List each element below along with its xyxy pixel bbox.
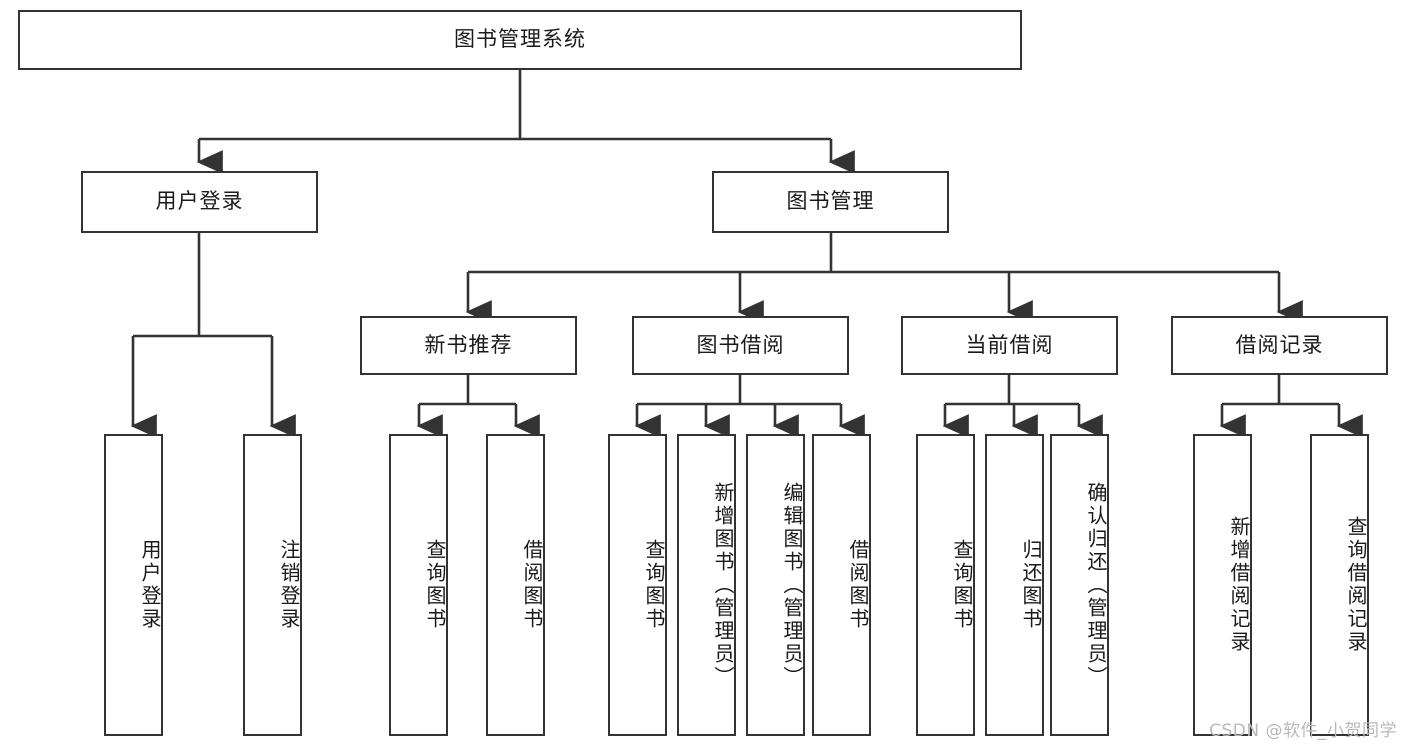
leaf-edit-book[interactable]: 编辑图书（管理员） — [746, 434, 805, 736]
leaf-add-borrow-record[interactable]: 新增借阅记录 — [1193, 434, 1252, 736]
leaf-add-book[interactable]: 新增图书（管理员） — [677, 434, 736, 736]
leaf-query-book-1[interactable]: 查询图书 — [389, 434, 448, 736]
leaf-query-book-3[interactable]: 查询图书 — [916, 434, 975, 736]
leaf-add-borrow-record-label: 新增借阅记录 — [1227, 516, 1251, 654]
leaf-confirm-return[interactable]: 确认归还（管理员） — [1050, 434, 1109, 736]
watermark-text: CSDN @软件_小贺同学 — [1209, 721, 1397, 741]
leaf-edit-book-label: 编辑图书（管理员） — [780, 481, 804, 689]
leaf-confirm-return-label: 确认归还（管理员） — [1084, 481, 1108, 689]
leaf-query-book-2-label: 查询图书 — [642, 539, 666, 631]
node-user-login[interactable]: 用户登录 — [81, 171, 318, 233]
leaf-borrow-book-2-label: 借阅图书 — [846, 539, 870, 631]
leaf-add-book-label: 新增图书（管理员） — [711, 481, 735, 689]
node-book-borrow[interactable]: 图书借阅 — [632, 316, 849, 375]
node-user-login-label: 用户登录 — [155, 189, 244, 214]
leaf-borrow-book-1-label: 借阅图书 — [520, 539, 544, 631]
leaf-query-book-1-label: 查询图书 — [423, 539, 447, 631]
node-root-book-management-system[interactable]: 图书管理系统 — [18, 10, 1022, 70]
node-new-book-recommend[interactable]: 新书推荐 — [360, 316, 577, 375]
node-current-borrow[interactable]: 当前借阅 — [901, 316, 1118, 375]
leaf-query-book-3-label: 查询图书 — [950, 539, 974, 631]
leaf-query-borrow-record[interactable]: 查询借阅记录 — [1310, 434, 1369, 736]
node-new-book-recommend-label: 新书推荐 — [424, 332, 513, 357]
leaf-borrow-book-2[interactable]: 借阅图书 — [812, 434, 871, 736]
leaf-return-book[interactable]: 归还图书 — [985, 434, 1044, 736]
leaf-logout-login-label: 注销登录 — [277, 539, 301, 631]
node-book-borrow-label: 图书借阅 — [696, 332, 785, 357]
node-book-manage-label: 图书管理 — [786, 189, 875, 214]
node-borrow-record-label: 借阅记录 — [1235, 332, 1324, 357]
leaf-user-login[interactable]: 用户登录 — [104, 434, 163, 736]
leaf-query-book-2[interactable]: 查询图书 — [608, 434, 667, 736]
node-book-manage[interactable]: 图书管理 — [712, 171, 949, 233]
leaf-user-login-label: 用户登录 — [138, 539, 162, 631]
leaf-logout-login[interactable]: 注销登录 — [243, 434, 302, 736]
node-current-borrow-label: 当前借阅 — [965, 332, 1054, 357]
node-borrow-record[interactable]: 借阅记录 — [1171, 316, 1388, 375]
leaf-borrow-book-1[interactable]: 借阅图书 — [486, 434, 545, 736]
leaf-query-borrow-record-label: 查询借阅记录 — [1344, 516, 1368, 654]
node-root-label: 图书管理系统 — [454, 27, 586, 52]
leaf-return-book-label: 归还图书 — [1019, 539, 1043, 631]
